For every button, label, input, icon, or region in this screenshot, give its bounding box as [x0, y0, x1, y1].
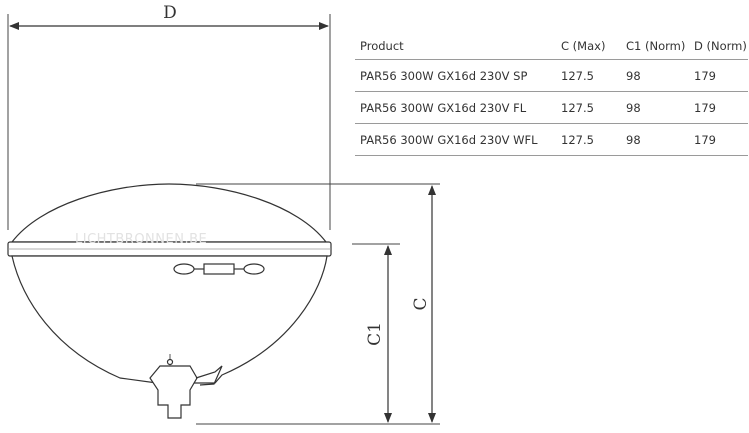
cell-c1-norm: 98 — [626, 100, 641, 115]
dimension-label-c1: C1 — [365, 322, 385, 346]
spec-table: Product C (Max) C1 (Norm) D (Norm) PAR56… — [355, 32, 748, 156]
cell-d-norm: 179 — [694, 100, 716, 115]
dimension-d: D — [7, 3, 331, 230]
dimension-label-c: C — [411, 297, 431, 310]
cell-product: PAR56 300W GX16d 230V FL — [360, 100, 527, 115]
dimension-c1: C1 — [352, 243, 400, 423]
cell-c1-norm: 98 — [626, 132, 641, 147]
par56-lamp-outline — [7, 183, 332, 419]
watermark-text: LICHTBRONNEN.BE — [75, 232, 207, 247]
lamp-lens — [10, 183, 328, 243]
header-c1-norm: C1 (Norm) — [626, 38, 686, 53]
cell-c-max: 127.5 — [561, 132, 594, 147]
table-row: PAR56 300W GX16d 230V SP 127.5 98 179 — [355, 60, 748, 92]
cell-product: PAR56 300W GX16d 230V WFL — [360, 132, 538, 147]
dimension-label-d: D — [163, 3, 177, 23]
header-c-max: C (Max) — [561, 38, 606, 53]
table-row: PAR56 300W GX16d 230V WFL 127.5 98 179 — [355, 124, 748, 156]
header-product: Product — [360, 38, 404, 53]
cell-c-max: 127.5 — [561, 100, 594, 115]
cell-c1-norm: 98 — [626, 68, 641, 83]
dimension-c: C — [196, 183, 440, 425]
table-row: PAR56 300W GX16d 230V FL 127.5 98 179 — [355, 92, 748, 124]
lamp-base — [149, 365, 198, 419]
table-header-row: Product C (Max) C1 (Norm) D (Norm) — [355, 32, 748, 60]
cell-product: PAR56 300W GX16d 230V SP — [360, 68, 528, 83]
cell-c-max: 127.5 — [561, 68, 594, 83]
cell-d-norm: 179 — [694, 68, 716, 83]
cell-d-norm: 179 — [694, 132, 716, 147]
header-d-norm: D (Norm) — [694, 38, 747, 53]
